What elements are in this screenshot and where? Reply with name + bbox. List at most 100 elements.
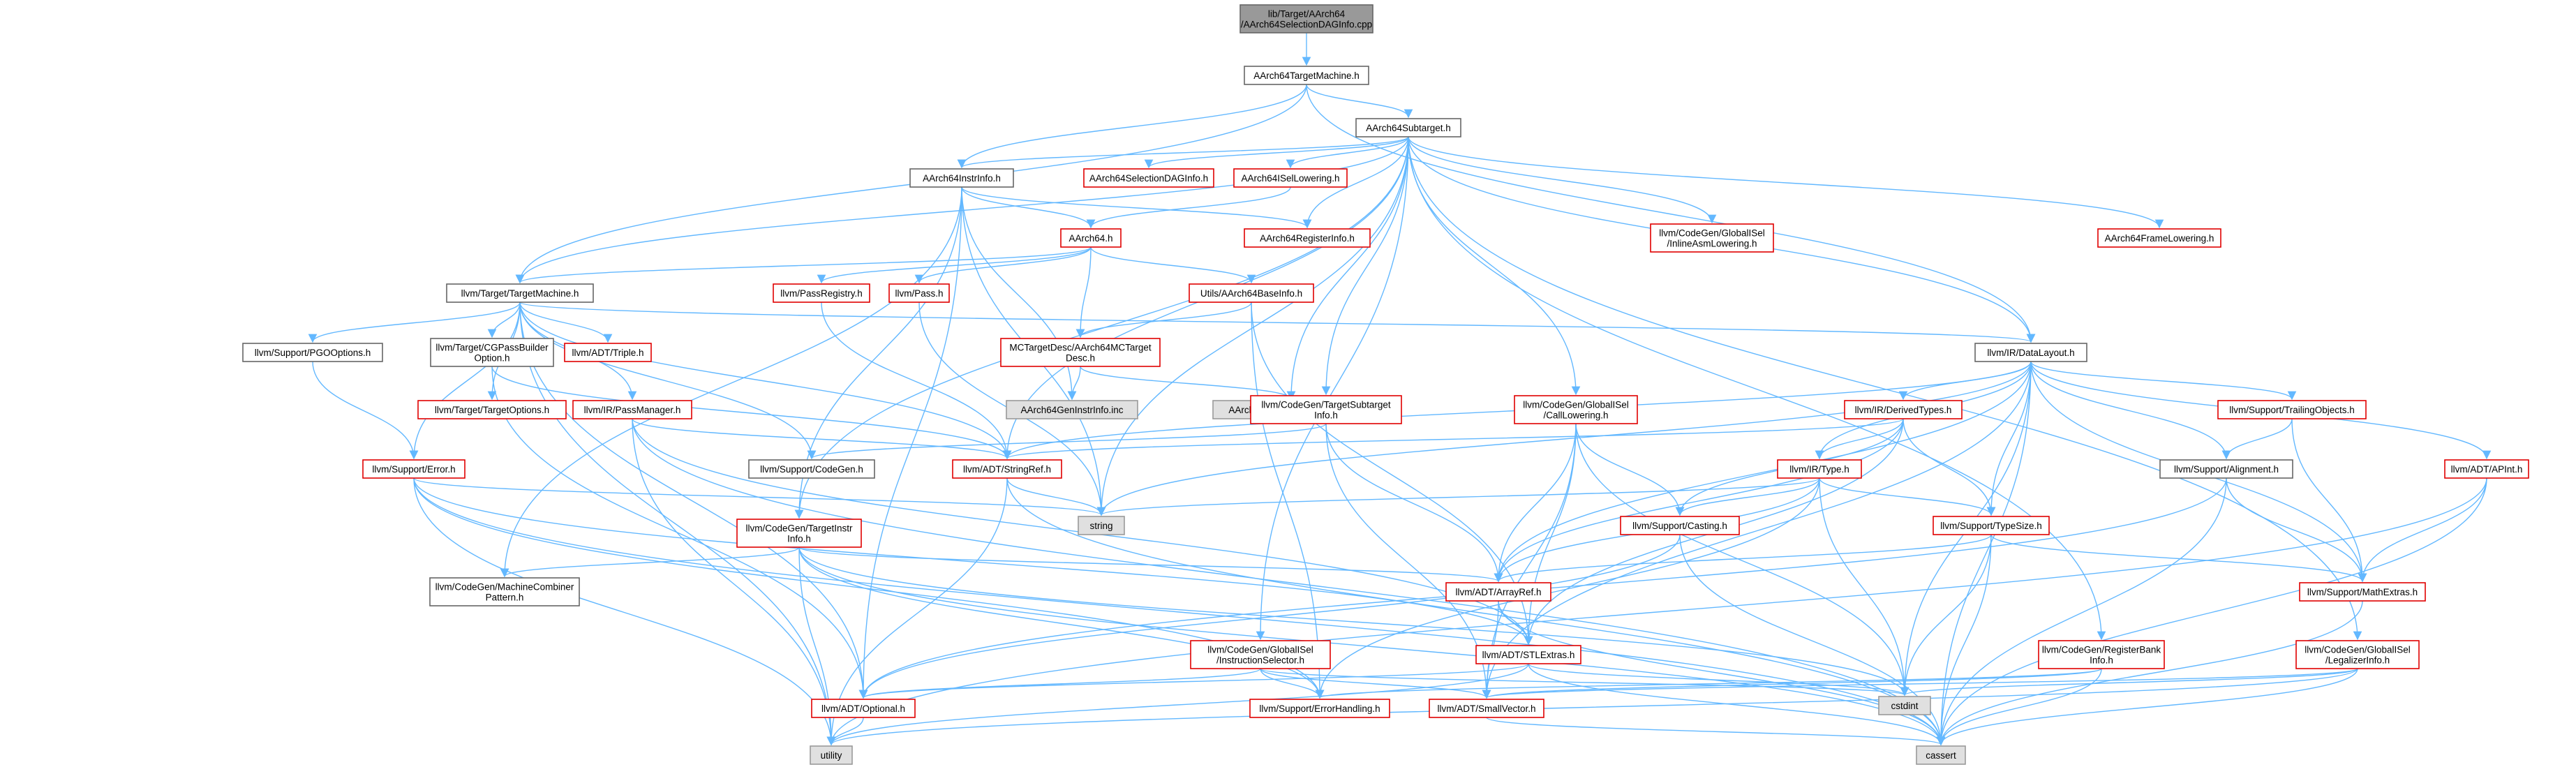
edge-instr-to-mcomb [500, 186, 962, 578]
node-align[interactable]: llvm/Support/Alignment.h [2159, 459, 2293, 479]
edge-dtypes-to-typesize [1903, 418, 1996, 516]
node-arrayref[interactable]: llvm/ADT/ArrayRef.h [1445, 582, 1551, 602]
edge-ttm-to-utility [519, 301, 836, 746]
edge-passreg-to-strref [821, 301, 1012, 460]
node-dtypes[interactable]: llvm/IR/DerivedTypes.h [1844, 400, 1963, 419]
node-label: llvm/Support/TrailingObjects.h [2229, 405, 2355, 415]
node-serr[interactable]: llvm/Support/Error.h [362, 459, 466, 479]
edge-sub-to-reginfo [1302, 136, 1409, 229]
node-instr[interactable]: AArch64InstrInfo.h [909, 168, 1014, 188]
node-label: AArch64Subtarget.h [1366, 123, 1451, 133]
node-utils[interactable]: Utils/AArch64BaseInfo.h [1189, 283, 1314, 303]
node-triple[interactable]: llvm/ADT/Triple.h [564, 343, 652, 362]
node-label: llvm/Support/CodeGen.h [760, 464, 863, 475]
edge-isel-to-a64 [1086, 186, 1291, 229]
node-box [1249, 699, 1390, 718]
node-legal[interactable]: llvm/CodeGen/GlobalISel/LegalizerInfo.h [2295, 640, 2420, 669]
node-box [2295, 640, 2420, 669]
node-box [1006, 400, 1138, 419]
node-optional[interactable]: llvm/ADT/Optional.h [811, 699, 916, 718]
node-passreg[interactable]: llvm/PassRegistry.h [773, 283, 870, 303]
edge-sub-to-frame [1408, 136, 2164, 229]
node-label: llvm/CodeGen/GlobalISel [1659, 228, 1765, 239]
node-seldag[interactable]: AArch64SelectionDAGInfo.h [1083, 168, 1214, 188]
node-pgo[interactable]: llvm/Support/PGOOptions.h [242, 343, 383, 362]
node-dl[interactable]: llvm/IR/DataLayout.h [1974, 343, 2087, 362]
node-box [1620, 516, 1740, 535]
node-calllow[interactable]: llvm/CodeGen/GlobalISel/CallLowering.h [1514, 395, 1638, 424]
node-irtype[interactable]: llvm/IR/Type.h [1777, 459, 1862, 479]
edge-a64-to-passreg [817, 246, 1092, 284]
node-label: llvm/CodeGen/TargetInstr [745, 523, 853, 534]
node-label: llvm/IR/DataLayout.h [1987, 348, 2074, 358]
node-casting[interactable]: llvm/Support/Casting.h [1620, 516, 1740, 535]
node-tm64[interactable]: AArch64TargetMachine.h [1244, 66, 1369, 85]
node-stlext[interactable]: llvm/ADT/STLExtras.h [1475, 645, 1581, 664]
node-label: llvm/IR/Type.h [1789, 464, 1849, 475]
node-errh[interactable]: llvm/Support/ErrorHandling.h [1249, 699, 1390, 718]
node-string[interactable]: string [1078, 516, 1125, 535]
edge-optional-to-utility [826, 717, 864, 746]
node-ttm[interactable]: llvm/Target/TargetMachine.h [446, 283, 594, 303]
edge-ttm-to-codegen [519, 301, 817, 460]
node-passmgr[interactable]: llvm/IR/PassManager.h [572, 400, 692, 419]
node-reginfo[interactable]: AArch64RegisterInfo.h [1244, 228, 1371, 248]
node-apint[interactable]: llvm/ADT/APInt.h [2444, 459, 2529, 479]
node-pass[interactable]: llvm/Pass.h [888, 283, 950, 303]
node-label: llvm/CodeGen/RegisterBank [2042, 645, 2161, 655]
node-cassert[interactable]: cassert [1916, 745, 1966, 765]
node-box [1078, 516, 1125, 535]
node-isel[interactable]: AArch64ISelLowering.h [1233, 168, 1348, 188]
node-frame[interactable]: AArch64FrameLowering.h [2097, 228, 2221, 248]
node-trail[interactable]: llvm/Support/TrailingObjects.h [2217, 400, 2367, 419]
node-box [773, 283, 870, 303]
node-typesize[interactable]: llvm/Support/TypeSize.h [1933, 516, 2050, 535]
edge-calllow-to-casting [1575, 423, 1685, 516]
node-sub[interactable]: AArch64Subtarget.h [1355, 118, 1461, 137]
edge-dl-to-typesize [1986, 361, 2032, 516]
node-label: llvm/ADT/SmallVector.h [1437, 703, 1535, 714]
node-label: llvm/CodeGen/MachineCombiner [435, 582, 574, 593]
node-geninstr[interactable]: AArch64GenInstrInfo.inc [1006, 400, 1138, 419]
node-mathext[interactable]: llvm/Support/MathExtras.h [2299, 582, 2426, 602]
node-box [2038, 640, 2165, 669]
node-utility[interactable]: utility [810, 745, 853, 765]
edge-tsub-to-smallvec [1325, 423, 1491, 699]
edge-ttm-to-triple [519, 301, 613, 343]
node-root[interactable]: lib/Target/AArch64/AArch64SelectionDAGIn… [1239, 4, 1373, 33]
node-box [1190, 640, 1331, 669]
node-a64[interactable]: AArch64.h [1060, 228, 1122, 248]
node-isels[interactable]: llvm/CodeGen/GlobalISel/InstructionSelec… [1190, 640, 1331, 669]
node-codegen[interactable]: llvm/Support/CodeGen.h [748, 459, 875, 479]
edge-arrayref-to-cassert [1498, 600, 1946, 746]
node-label: /LegalizerInfo.h [2325, 655, 2390, 666]
node-label: cstdint [1891, 701, 1918, 711]
edge-typesize-to-mathext [1990, 534, 2367, 583]
node-label: llvm/IR/PassManager.h [584, 405, 681, 415]
node-strref[interactable]: llvm/ADT/StringRef.h [952, 459, 1062, 479]
node-label: llvm/Support/ErrorHandling.h [1259, 703, 1380, 714]
edge-strref-to-cassert [1006, 477, 1946, 746]
node-box [1244, 228, 1371, 248]
edge-sub-to-string [1096, 136, 1409, 516]
edge-sub-to-ttm [515, 136, 1409, 284]
edge-sub-to-inlineasm [1408, 136, 1717, 224]
node-cstdint[interactable]: cstdint [1878, 696, 1931, 715]
node-smallvec[interactable]: llvm/ADT/SmallVector.h [1429, 699, 1544, 718]
node-topts[interactable]: llvm/Target/TargetOptions.h [417, 400, 567, 419]
edge-sub-to-seldag [1144, 136, 1409, 169]
edge-instr-to-geninstr [961, 186, 1077, 401]
edge-a64-to-pass [914, 246, 1092, 284]
node-label: llvm/CodeGen/GlobalISel [1207, 645, 1313, 655]
edge-tinstr-to-arrayref [798, 546, 1503, 583]
edge-utils-to-stlext [1251, 301, 1533, 646]
node-box [572, 400, 692, 419]
node-layer: lib/Target/AArch64/AArch64SelectionDAGIn… [242, 4, 2529, 765]
node-inlineasm[interactable]: llvm/CodeGen/GlobalISel/InlineAsmLowerin… [1650, 223, 1774, 253]
